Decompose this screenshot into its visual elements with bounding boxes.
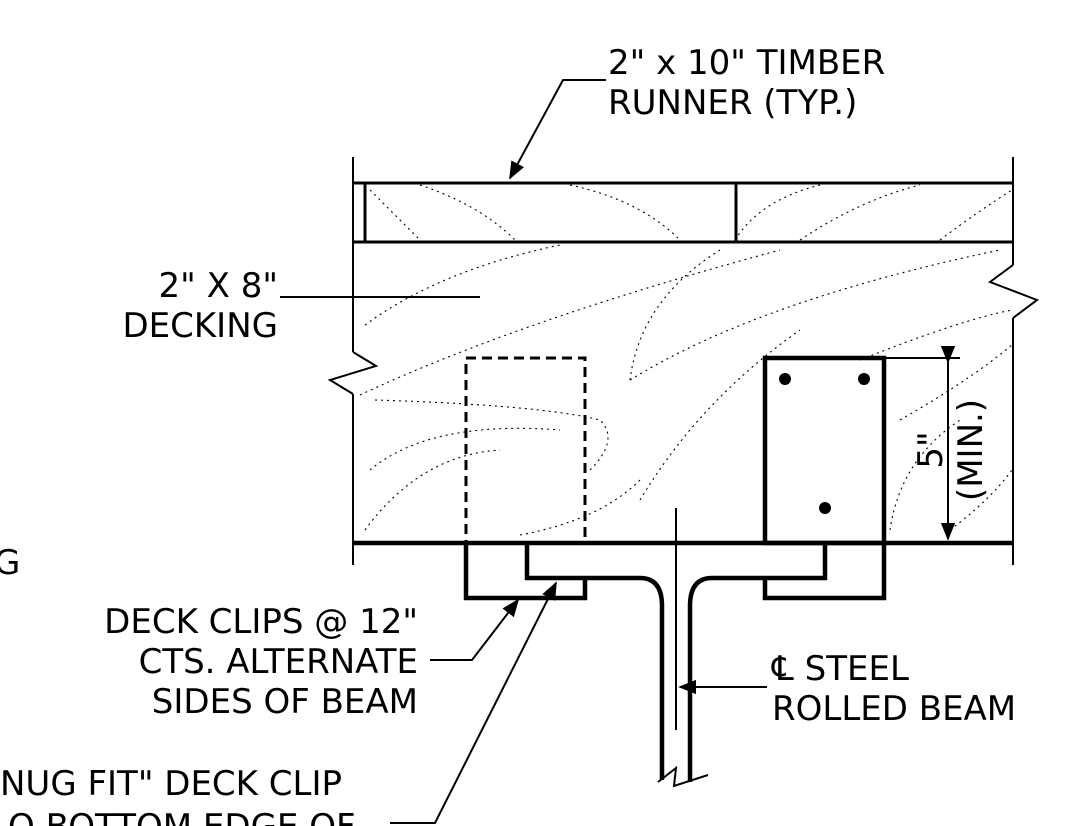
- dimension-label-line-2: (MIN.): [951, 399, 991, 501]
- bolt-hole: [819, 502, 831, 514]
- steel-beam-label-line-2: ROLLED BEAM: [772, 689, 1016, 729]
- deck-clips: [463, 543, 887, 601]
- leader-lines: [280, 79, 767, 824]
- timber-runner: [353, 181, 1013, 244]
- deck-clip-block: [762, 355, 887, 546]
- decking-label-line-2: DECKING: [122, 306, 278, 346]
- bolt-hole: [858, 373, 870, 385]
- timber-runner-label-line-2: RUNNER (TYP.): [608, 83, 857, 123]
- decking: [327, 157, 1040, 565]
- timber-runner-label-line-1: 2" x 10" TIMBER: [608, 43, 885, 83]
- hidden-deck-clip-block: [464, 356, 587, 545]
- snug-fit-label-line-2: O BOTTOM EDGE OF: [8, 807, 356, 826]
- steel-rolled-beam: [524, 508, 828, 788]
- dimension-line: [884, 345, 960, 541]
- steel-beam-label-line-1: ℄ STEEL: [771, 649, 909, 689]
- deck-clips-label-line-1: DECK CLIPS @ 12": [104, 602, 418, 642]
- cut-edge-label-fragment: G: [0, 543, 20, 583]
- dimension-label-line-1: 5": [911, 431, 951, 468]
- deck-clips-label-line-2: CTS. ALTERNATE: [139, 642, 418, 682]
- decking-label-line-1: 2" X 8": [159, 266, 278, 306]
- deck-clips-label-line-3: SIDES OF BEAM: [152, 682, 418, 722]
- snug-fit-label-line-1: NUG FIT" DECK CLIP: [0, 764, 342, 804]
- wood-grain-pattern: [359, 184, 1013, 536]
- bolt-hole: [779, 373, 791, 385]
